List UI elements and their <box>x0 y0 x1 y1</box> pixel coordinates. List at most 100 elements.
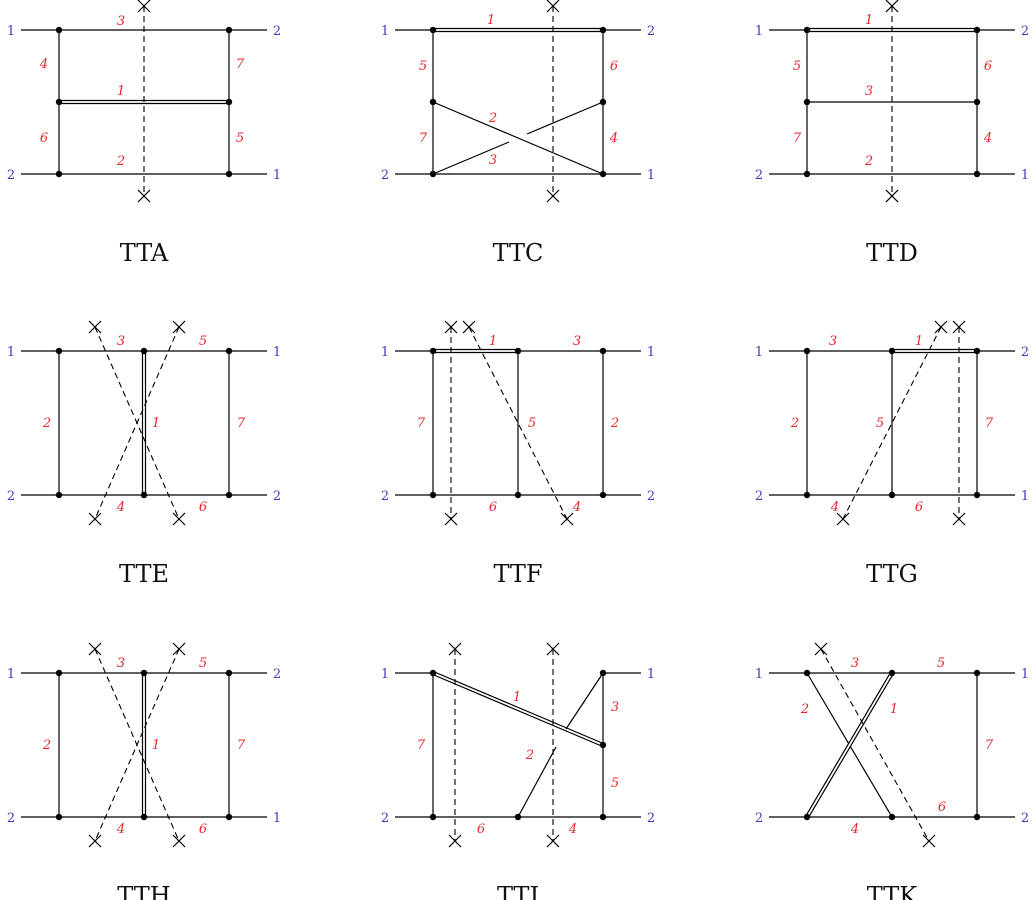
cross-marker-icon <box>88 834 102 848</box>
cross-marker-icon <box>137 0 151 13</box>
propagator-label: 3 <box>829 334 837 349</box>
cross-marker-icon <box>546 0 560 13</box>
vertex-dot <box>55 26 63 34</box>
propagator <box>432 101 604 175</box>
external-label: 1 <box>273 168 281 183</box>
external-label: 2 <box>273 489 281 504</box>
propagator-label: 5 <box>876 416 884 431</box>
propagator-label: 5 <box>199 656 207 671</box>
propagator-label: 6 <box>477 822 485 837</box>
propagator-label: 7 <box>237 416 246 431</box>
cross-marker-icon <box>444 512 458 526</box>
external-label: 1 <box>7 667 15 682</box>
double-propagator <box>805 671 894 819</box>
propagator-label: 3 <box>851 656 859 671</box>
propagator-label: 2 <box>525 748 534 763</box>
external-label: 1 <box>1021 489 1029 504</box>
vertex-dot <box>55 347 63 355</box>
cross-marker-icon <box>546 642 560 656</box>
external-label: 1 <box>647 168 655 183</box>
cross-marker-icon <box>137 189 151 203</box>
propagator-label: 1 <box>489 334 497 349</box>
external-label: 1 <box>273 345 281 360</box>
external-label: 1 <box>7 24 15 39</box>
cross-marker-icon <box>88 320 102 334</box>
cross-marker-icon <box>885 189 899 203</box>
cross-marker-icon <box>546 834 560 848</box>
propagator-label: 7 <box>236 57 245 72</box>
propagator-label: 4 <box>609 131 618 146</box>
external-label: 2 <box>381 811 389 826</box>
cross-marker-icon <box>836 512 850 526</box>
vertex-dot <box>599 347 607 355</box>
vertex-dot <box>429 26 437 34</box>
external-label: 2 <box>1021 811 1029 826</box>
propagator-label: 3 <box>117 14 125 29</box>
external-label: 2 <box>755 811 763 826</box>
external-label: 2 <box>755 168 763 183</box>
vertex-dot <box>973 491 981 499</box>
propagator-label: 4 <box>568 822 577 837</box>
vertex-dot <box>140 813 148 821</box>
external-label: 1 <box>381 24 389 39</box>
vertex-dot <box>140 491 148 499</box>
vertex-dot <box>429 170 437 178</box>
propagator-label: 2 <box>42 416 51 431</box>
vertex-dot <box>973 813 981 821</box>
propagator-label: 2 <box>488 111 497 126</box>
propagator-label: 4 <box>39 57 48 72</box>
propagator-label: 6 <box>40 131 48 146</box>
propagator-label: 7 <box>417 416 426 431</box>
vertex-dot <box>225 170 233 178</box>
cut-line <box>820 648 930 842</box>
propagator-label: 4 <box>983 131 992 146</box>
vertex-dot <box>888 347 896 355</box>
propagator <box>432 141 510 175</box>
external-label: 1 <box>647 345 655 360</box>
propagator-label: 1 <box>152 416 160 431</box>
propagator-label: 3 <box>611 700 619 715</box>
vertex-dot <box>803 813 811 821</box>
cross-marker-icon <box>952 320 966 334</box>
propagator-label: 6 <box>610 59 618 74</box>
external-label: 1 <box>755 24 763 39</box>
cross-marker-icon <box>448 642 462 656</box>
external-label: 1 <box>273 811 281 826</box>
vertex-dot <box>803 170 811 178</box>
propagator-label: 7 <box>793 131 802 146</box>
propagator-label: 2 <box>610 416 619 431</box>
vertex-dot <box>599 669 607 677</box>
external-label: 2 <box>647 811 655 826</box>
external-label: 2 <box>755 489 763 504</box>
external-label: 2 <box>273 667 281 682</box>
external-label: 1 <box>647 667 655 682</box>
propagator-label: 5 <box>419 59 427 74</box>
vertex-dot <box>140 669 148 677</box>
external-label: 1 <box>1021 168 1029 183</box>
external-label: 2 <box>273 24 281 39</box>
vertex-dot <box>225 669 233 677</box>
vertex-dot <box>599 170 607 178</box>
external-label: 1 <box>1021 667 1029 682</box>
propagator <box>565 672 604 730</box>
propagator-label: 7 <box>985 738 994 753</box>
external-label: 2 <box>1021 24 1029 39</box>
propagator-label: 5 <box>937 656 945 671</box>
vertex-dot <box>803 491 811 499</box>
propagator-label: 5 <box>793 59 801 74</box>
propagator-label: 6 <box>199 822 207 837</box>
vertex-dot <box>55 170 63 178</box>
vertex-dot <box>429 347 437 355</box>
propagator-label: 6 <box>199 500 207 515</box>
propagator-label: 1 <box>117 84 125 99</box>
propagator <box>517 746 557 818</box>
external-label: 2 <box>7 168 15 183</box>
vertex-dot <box>429 813 437 821</box>
external-label: 2 <box>647 489 655 504</box>
vertex-dot <box>55 98 63 106</box>
